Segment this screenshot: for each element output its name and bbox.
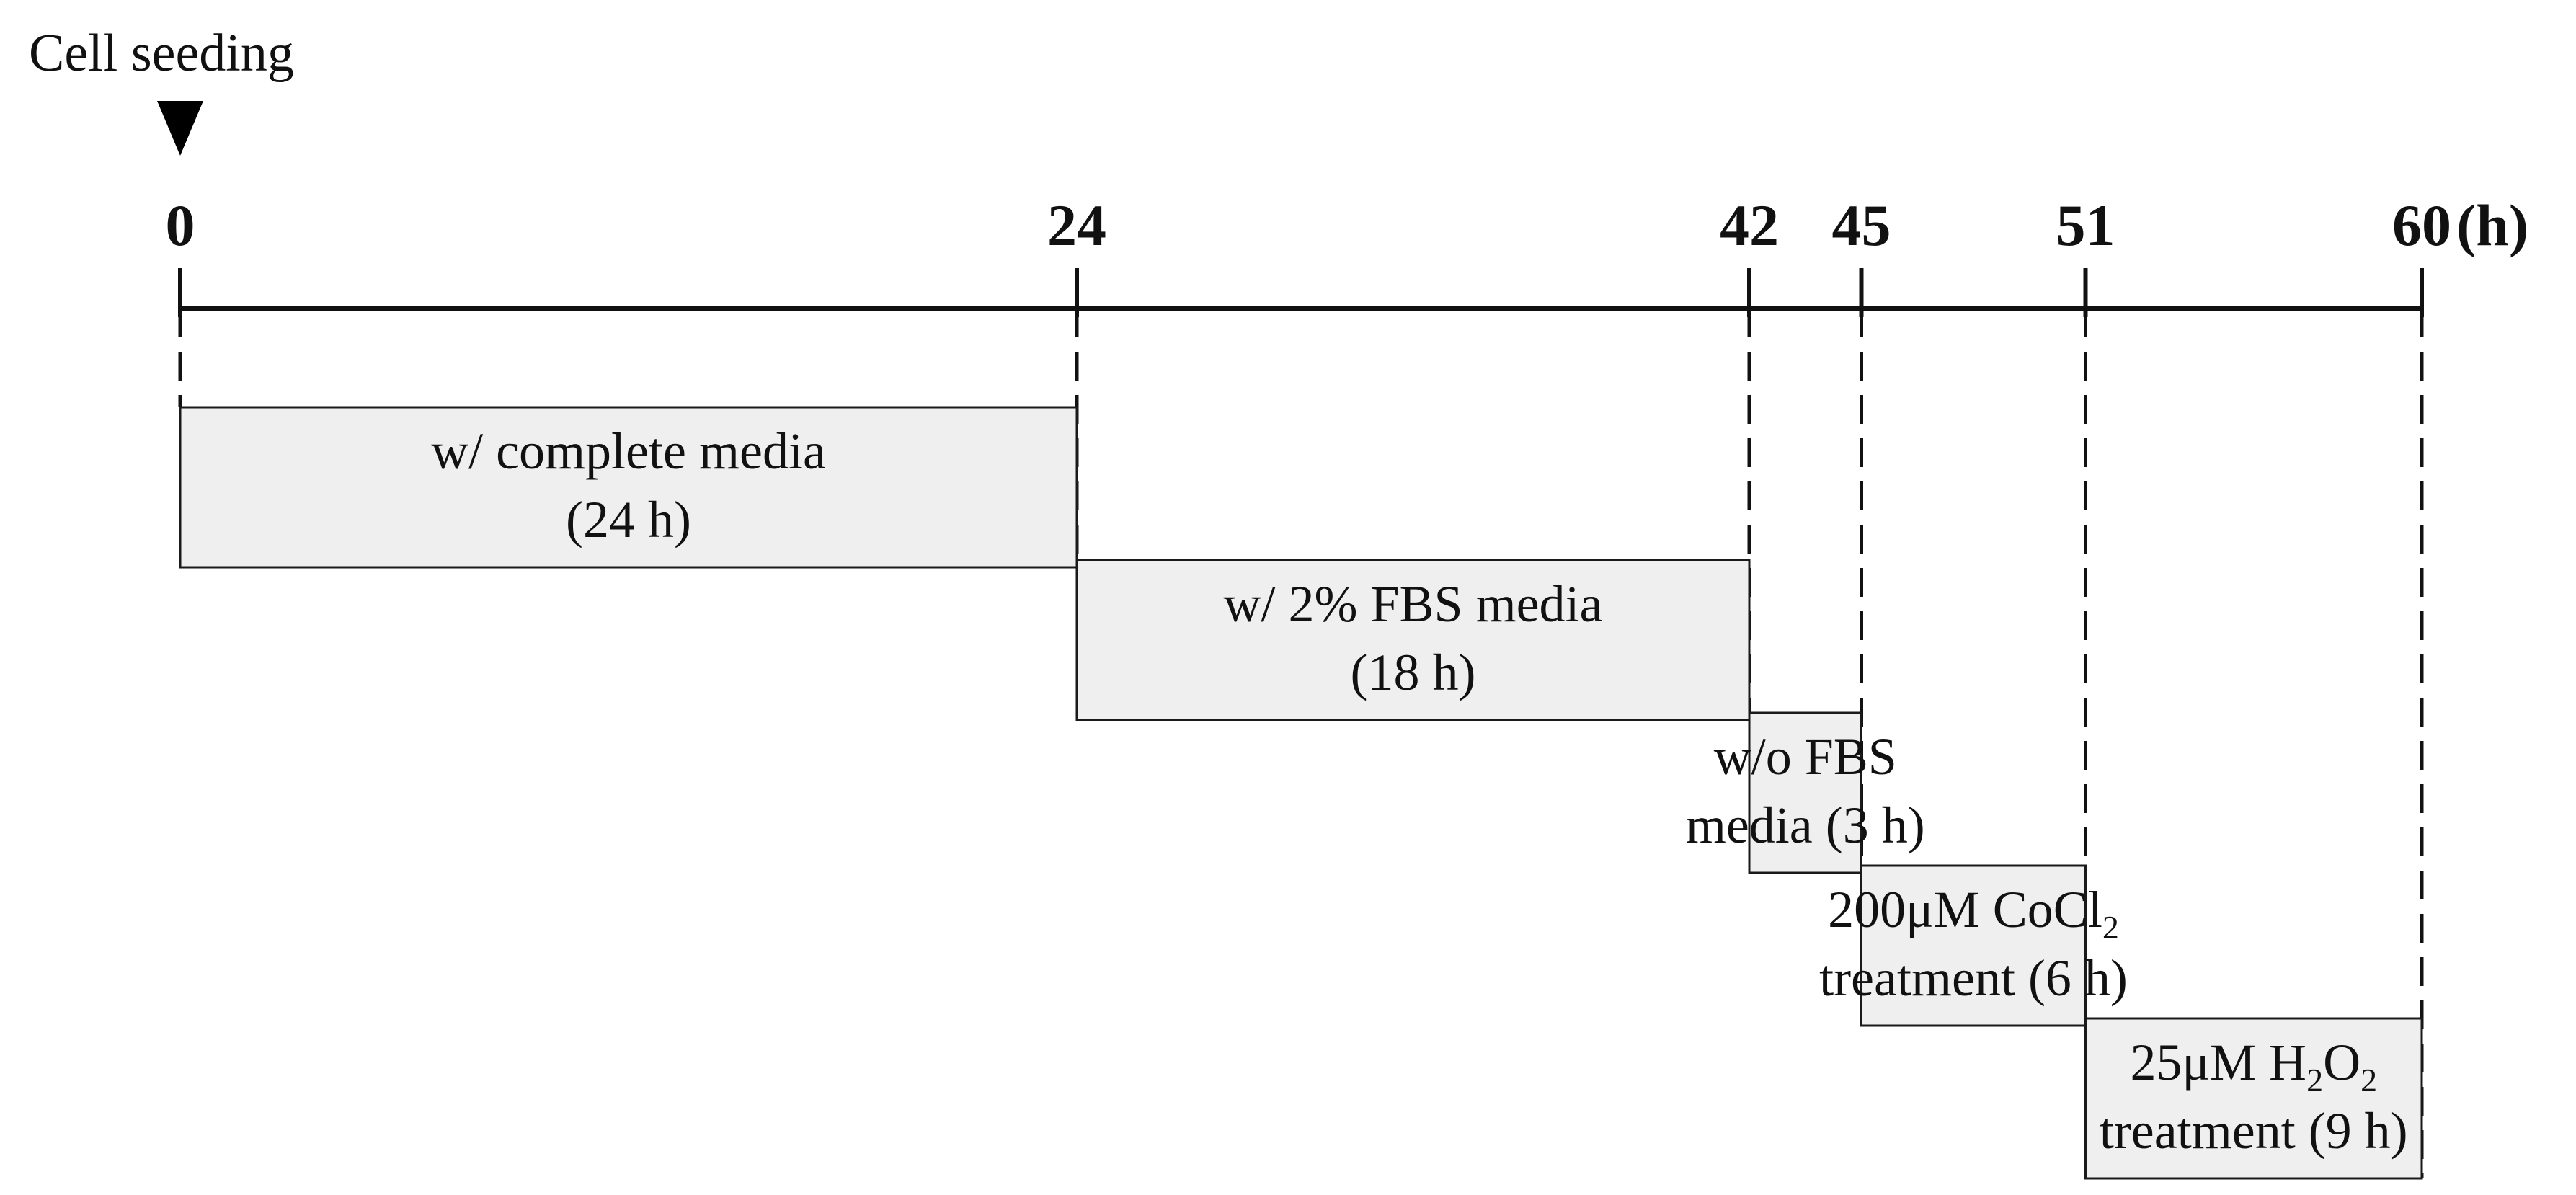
stage-text-line: 25μM H2O2 — [2130, 1034, 2377, 1098]
dashed-guides — [178, 308, 2424, 1178]
stage-text-line: (18 h) — [1351, 644, 1476, 701]
stage-text-line: w/o FBS — [1714, 728, 1897, 786]
text-segment: (24 h) — [566, 491, 691, 548]
stage-3: w/o FBS media (3 h) — [1686, 711, 1925, 874]
text-segment: (18 h) — [1351, 644, 1476, 701]
text-segment: 200μM CoCl — [1828, 881, 2102, 938]
text-segment: treatment (9 h) — [2100, 1102, 2408, 1160]
subscript: 2 — [2360, 1062, 2377, 1098]
tick-labels: 0 24 42 45 51 60(h) — [166, 192, 2529, 258]
stage-text-line: (24 h) — [566, 491, 691, 548]
subscript: 2 — [2306, 1062, 2323, 1098]
stage-box — [2084, 1017, 2423, 1180]
cell-seeding-marker-icon — [157, 101, 203, 156]
stage-box — [179, 406, 1078, 569]
text-segment: w/ 2% FBS media — [1223, 575, 1602, 633]
axis-unit-label: (h) — [2456, 192, 2528, 258]
text-segment: O — [2323, 1034, 2360, 1091]
tick-label-24: 24 — [1047, 192, 1106, 258]
stage-text-line: 200μM CoCl2 — [1828, 881, 2119, 946]
stage-box — [1748, 711, 1862, 874]
stage-text-line: treatment (6 h) — [1819, 949, 2128, 1007]
tick-label-42: 42 — [1720, 192, 1779, 258]
cell-seeding-label: Cell seeding — [29, 24, 294, 83]
stage-2: w/ 2% FBS media (18 h) — [1075, 559, 1751, 721]
tick-label-51: 51 — [2056, 192, 2115, 258]
text-segment: w/ complete media — [431, 422, 826, 480]
stage-box — [1075, 559, 1751, 721]
stage-text-line: w/ 2% FBS media — [1223, 575, 1602, 633]
text-segment: 25μM H — [2130, 1034, 2306, 1091]
subscript: 2 — [2102, 909, 2119, 946]
tick-label-45: 45 — [1832, 192, 1891, 258]
timeline-ticks — [178, 268, 2424, 317]
stage-boxes: w/ complete media (24 h) w/ 2% FBS media (1… — [179, 406, 2423, 1180]
stage-text-line: w/ complete media — [431, 422, 826, 480]
text-segment: treatment (6 h) — [1819, 949, 2128, 1007]
stage-1: w/ complete media (24 h) — [179, 406, 1078, 569]
text-segment: media (3 h) — [1686, 796, 1925, 854]
tick-label-0: 0 — [166, 192, 195, 258]
stage-text-line: treatment (9 h) — [2100, 1102, 2408, 1160]
stage-box — [1860, 864, 2087, 1027]
tick-label-60: 60 — [2392, 192, 2451, 258]
text-segment: w/o FBS — [1714, 728, 1897, 786]
stage-text-line: media (3 h) — [1686, 796, 1925, 854]
